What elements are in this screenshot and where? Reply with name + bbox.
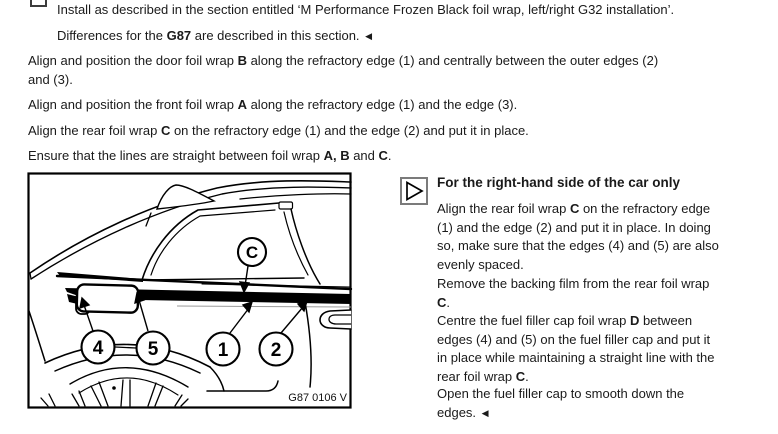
- roof-rail-line: [30, 186, 352, 280]
- step-door-foil-wrap: Align and position the door foil wrap B …: [28, 53, 659, 87]
- car-side-illustration: C 4 5 1 2 G87 0106 V: [27, 172, 353, 409]
- figure-caption: G87 0106 V: [288, 392, 347, 404]
- window-rear-edge: [290, 208, 321, 285]
- callout-label-4: 4: [93, 338, 104, 359]
- rocker-line: [206, 380, 279, 392]
- callout-circle-c: [236, 236, 268, 268]
- right-note-para-remove: Remove the backing film from the rear fo…: [437, 276, 710, 310]
- step-lines-straight: Ensure that the lines are straight betwe…: [28, 148, 392, 163]
- callout-label-c: C: [246, 243, 258, 262]
- right-note-para-centre: Centre the fuel filler cap foil wrap D b…: [437, 313, 715, 384]
- right-note-heading: For the right-hand side of the car only: [437, 175, 681, 190]
- window-outline: [141, 202, 280, 281]
- window-bottom-edge: [141, 277, 305, 281]
- fender-rear-line: [209, 366, 225, 392]
- intro-line-1: Install as described in the section enti…: [57, 2, 675, 17]
- callout-labels: C 4 5 1 2: [93, 243, 282, 361]
- window-corner-piece: [278, 201, 294, 210]
- callout-circle-4: [80, 329, 116, 365]
- lower-body-lines: [28, 301, 352, 407]
- window-inner-rear-line: [283, 211, 309, 276]
- window-inner-line: [150, 209, 276, 276]
- door-handle-inner: [328, 314, 352, 325]
- note-marker-box: [400, 177, 428, 205]
- fender-front-line: [28, 310, 46, 362]
- stripe-shadow-line: [176, 305, 352, 308]
- rim-outline: [69, 367, 189, 388]
- drip-rail-line: [239, 193, 352, 200]
- callout-label-2: 2: [271, 340, 282, 361]
- door-seam-line: [304, 301, 312, 388]
- clipped-note-icon: [30, 0, 47, 7]
- callout-circles: [80, 236, 294, 367]
- callout-circle-2: [258, 331, 294, 367]
- belt-line-thin: [201, 283, 352, 288]
- callout-label-1: 1: [218, 340, 229, 361]
- car-body-lines: [29, 179, 353, 291]
- roof-tip-join: [29, 272, 32, 280]
- callout-label-5: 5: [148, 339, 159, 360]
- tire-outline: [54, 354, 201, 374]
- step-front-foil-wrap: Align and position the front foil wrap A…: [28, 97, 518, 112]
- intro-line-2: Differences for the G87 are described in…: [57, 28, 373, 43]
- wheel-arch: [44, 343, 211, 368]
- callout-circle-1: [205, 331, 241, 367]
- stripe-top-band: [57, 272, 143, 282]
- roof-edge-line: [29, 179, 352, 274]
- shark-fin-antenna: [155, 184, 217, 210]
- door-handle: [319, 309, 352, 330]
- valve-stem-dot: [112, 386, 116, 390]
- right-note-para-align: Align the rear foil wrap C on the refrac…: [437, 201, 719, 272]
- right-note-para-open: Open the fuel filler cap to smooth down …: [437, 386, 685, 420]
- rim-inner-line: [78, 377, 179, 396]
- wheel-spokes: [40, 379, 189, 407]
- callout-leaders: [79, 265, 309, 349]
- callout-circle-5: [135, 330, 171, 366]
- note-triangle-icon: [406, 181, 424, 201]
- roof-seam-tick: [145, 212, 152, 227]
- step-rear-foil-wrap: Align the rear foil wrap C on the refrac…: [28, 123, 529, 138]
